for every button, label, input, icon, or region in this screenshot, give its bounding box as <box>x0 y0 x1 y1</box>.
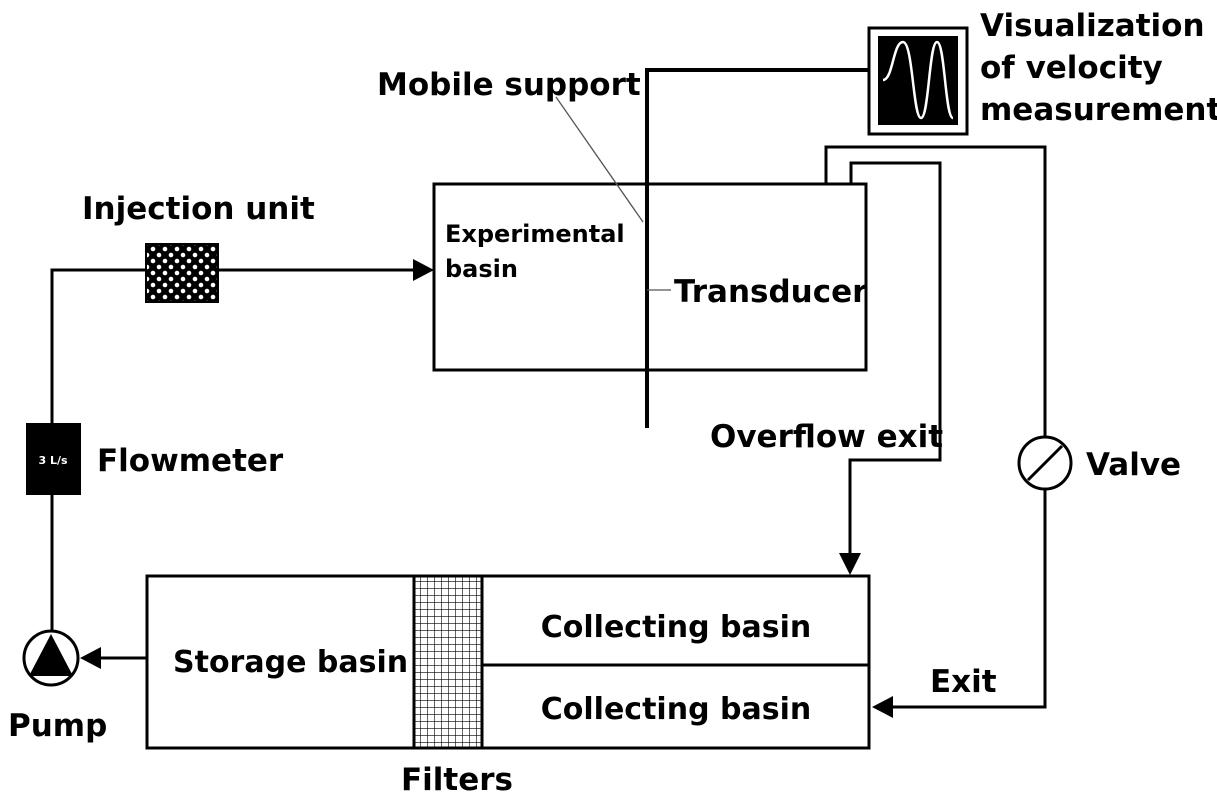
filters <box>412 574 484 750</box>
visualization-label-line3: measurement <box>980 92 1217 128</box>
mobile-support-label: Mobile support <box>377 67 641 103</box>
sine-wave-icon <box>882 40 955 120</box>
mobile-support-rod <box>645 68 870 428</box>
mobile-support-leader <box>555 96 644 223</box>
overflow-exit-label: Overflow exit <box>710 419 943 455</box>
overflow-arrowhead <box>839 553 861 575</box>
valve-pipe <box>824 145 1047 437</box>
experimental-basin-label-line1: Experimental <box>445 220 625 248</box>
basin-block <box>145 574 871 750</box>
flowmeter-label: Flowmeter <box>97 443 284 479</box>
flowmeter-box <box>26 423 81 495</box>
pump-arrowhead <box>80 647 101 669</box>
experimental-basin-label-line2: basin <box>445 255 518 283</box>
exit-label: Exit <box>930 664 997 700</box>
visualization-label-line1: Visualization <box>980 8 1205 44</box>
pump-triangle <box>29 634 73 676</box>
collecting-basin-bottom-label: Collecting basin <box>541 692 811 727</box>
valve-label: Valve <box>1086 447 1181 483</box>
pump-label: Pump <box>8 708 107 744</box>
exit-pipe <box>893 489 1047 709</box>
filters-label: Filters <box>401 762 513 797</box>
flowmeter-reading: 3 L/s <box>38 454 68 467</box>
transducer-label: Transducer <box>674 274 868 310</box>
experimental-basin <box>432 182 868 372</box>
visualization-label-line2: of velocity <box>980 50 1163 86</box>
exit-arrowhead <box>872 696 893 718</box>
collecting-basin-top-label: Collecting basin <box>541 610 811 645</box>
injection-unit-label: Injection unit <box>82 191 315 227</box>
storage-basin-label: Storage basin <box>173 645 408 680</box>
inlet-pipe <box>50 268 415 638</box>
inlet-arrowhead <box>413 259 434 281</box>
valve-slash <box>1026 444 1064 482</box>
overflow-pipe <box>848 161 942 555</box>
injection-unit <box>145 243 219 303</box>
